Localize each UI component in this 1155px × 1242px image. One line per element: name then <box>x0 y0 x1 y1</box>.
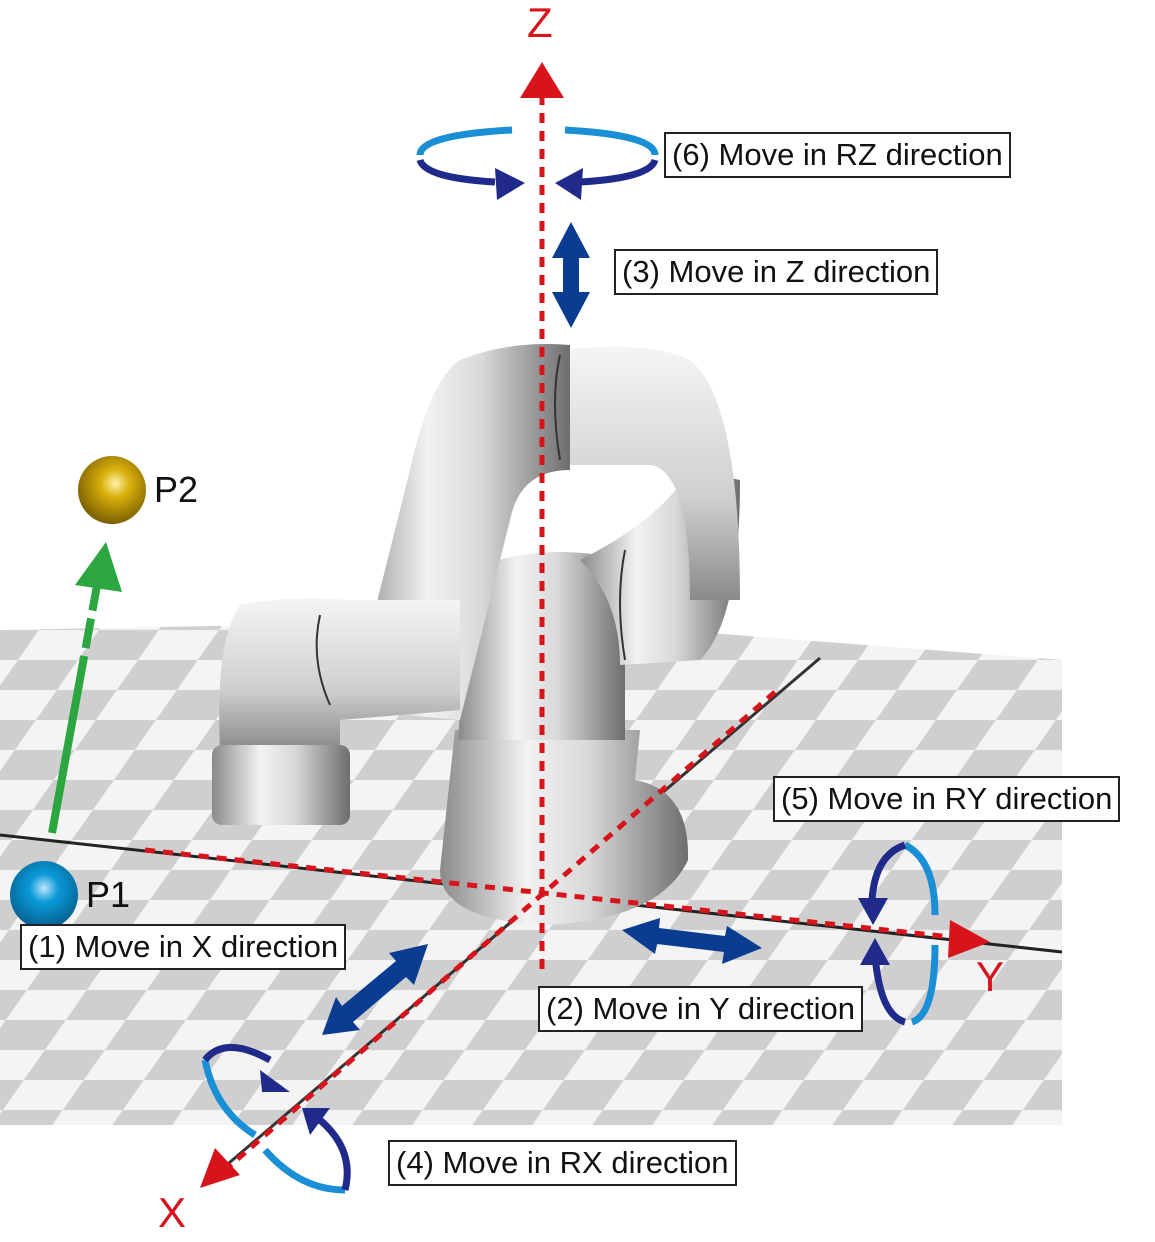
robot-arm <box>212 344 740 925</box>
rz-rotation-arrows <box>416 126 659 200</box>
y-axis-label: Y <box>976 953 1005 1000</box>
label-move-z: (3) Move in Z direction <box>614 249 939 295</box>
x-axis <box>223 690 777 1172</box>
path-arrowhead <box>75 542 122 592</box>
p2-label: P2 <box>154 469 199 510</box>
z-translation-arrow <box>552 222 590 328</box>
p1-label: P1 <box>86 874 131 915</box>
y-axis-arrowhead <box>948 920 990 958</box>
p2-sphere <box>78 456 146 524</box>
rx-rotation-arrows <box>201 1044 351 1194</box>
label-move-x: (1) Move in X direction <box>20 924 347 970</box>
x-axis-arrowhead <box>200 1148 240 1188</box>
path-arrow-p1-p2 <box>48 579 102 834</box>
x-translation-arrow <box>322 944 428 1035</box>
z-axis-arrowhead <box>520 62 564 98</box>
p1-sphere <box>10 861 78 929</box>
z-axis-label: Z <box>527 0 553 46</box>
label-move-rz: (6) Move in RZ direction <box>664 132 1011 178</box>
label-move-ry: (5) Move in RY direction <box>773 776 1121 822</box>
y-translation-arrow <box>622 918 762 964</box>
label-move-rx: (4) Move in RX direction <box>388 1140 737 1186</box>
label-move-y: (2) Move in Y direction <box>538 986 864 1032</box>
ry-rotation-arrows <box>858 841 939 1026</box>
x-axis-label: X <box>158 1189 187 1236</box>
